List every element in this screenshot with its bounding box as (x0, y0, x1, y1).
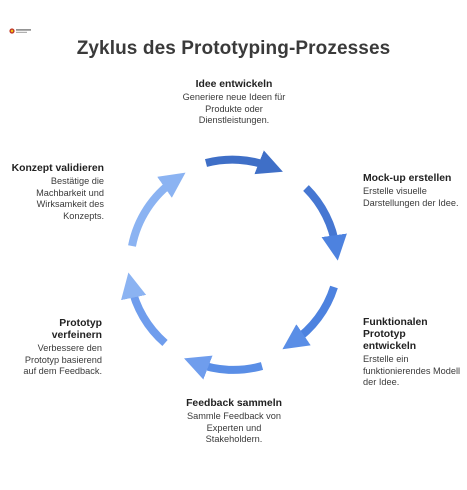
arrow-idea-to-mockup (204, 150, 283, 175)
arrow-mockup-to-prototype (303, 185, 347, 261)
step-heading: Idee entwickeln (195, 79, 273, 90)
step-heading: Funktionalen Prototyp entwickeln (363, 317, 428, 352)
arrow-refine-to-validate (121, 272, 168, 347)
step-mockup: Mock-up erstellen Erstelle visuelle Dars… (363, 173, 461, 209)
step-heading: Feedback sammeln (186, 398, 282, 409)
step-heading: Konzept validieren (11, 163, 104, 174)
step-description: Bestätige die Machbarkeit und Wirksamkei… (36, 176, 104, 221)
arrow-prototype-to-feedback (282, 285, 338, 350)
arrow-feedback-to-refine (184, 355, 264, 380)
page-title: Zyklus des Prototyping-Prozesses (76, 38, 391, 59)
step-feedback: Feedback sammeln Sammle Feedback von Exp… (180, 398, 288, 446)
step-functional-prototype: Funktionalen Prototyp entwickeln Erstell… (363, 317, 461, 389)
step-heading: Prototyp verfeinern (51, 318, 102, 341)
step-description: Erstelle ein funktionierendes Modell der… (363, 354, 461, 387)
step-validate: Konzept validieren Bestätige die Machbar… (10, 163, 104, 222)
step-description: Generiere neue Ideen für Produkte oder D… (182, 92, 286, 125)
step-idea: Idee entwickeln Generiere neue Ideen für… (175, 79, 293, 127)
arrow-validate-to-idea (128, 172, 186, 247)
step-refine: Prototyp verfeinern Verbessere den Proto… (18, 318, 102, 378)
step-heading: Mock-up erstellen (363, 173, 452, 184)
brand-logo-icon (9, 28, 31, 34)
step-description: Verbessere den Prototyp basierend auf de… (23, 343, 102, 376)
step-description: Erstelle visuelle Darstellungen der Idee… (363, 186, 459, 208)
step-description: Sammle Feedback von Experten und Stakeho… (187, 411, 281, 444)
